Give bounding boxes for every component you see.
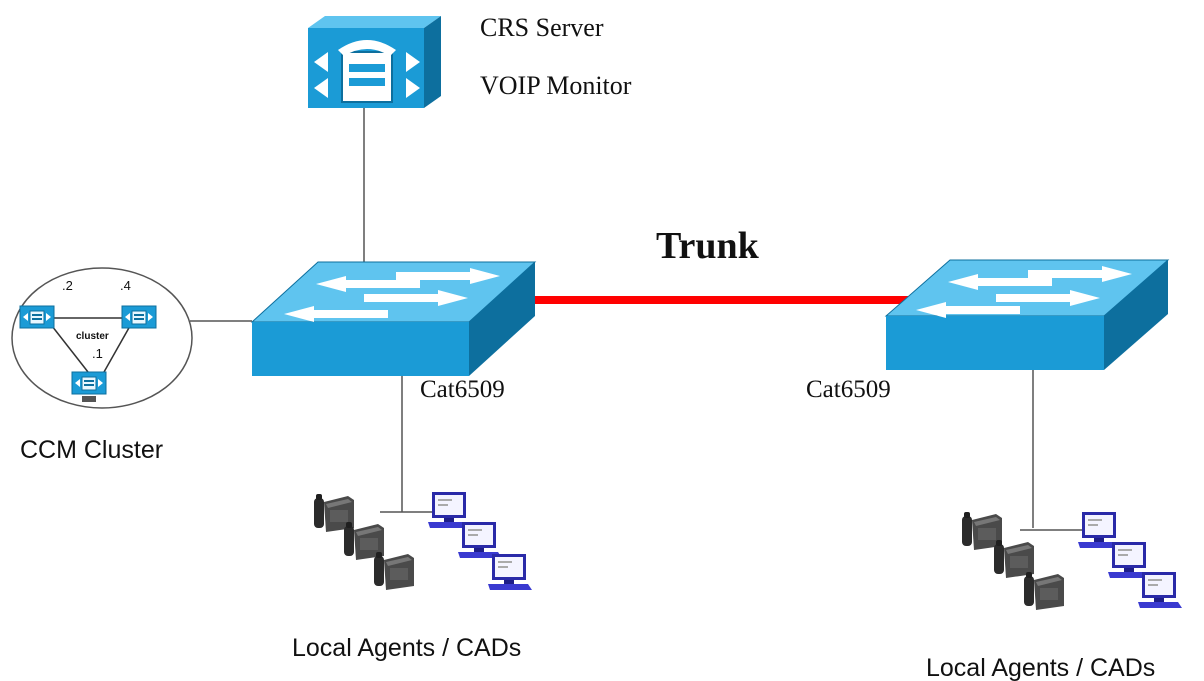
left-agents-group xyxy=(314,492,532,590)
ip-phone-icon xyxy=(374,552,414,590)
cluster-node-icon xyxy=(121,305,157,329)
cluster-node-icon xyxy=(71,371,107,395)
left-agents-label: Local Agents / CADs xyxy=(292,634,521,662)
ip-phone-icon xyxy=(1024,572,1064,610)
workstation-icon xyxy=(488,554,532,590)
right-agents-group xyxy=(962,512,1182,610)
workstation-icon xyxy=(458,522,502,558)
server-role: VOIP Monitor xyxy=(480,71,632,100)
cluster-node-icon xyxy=(19,305,55,329)
right-switch-label: Cat6509 xyxy=(806,376,891,403)
server-name: CRS Server xyxy=(480,13,604,42)
ip-phone-icon xyxy=(962,512,1002,550)
cluster-node-1-label: .1 xyxy=(92,346,103,361)
right-switch-icon xyxy=(884,259,1170,370)
left-switch-icon xyxy=(250,261,537,376)
crs-server-icon xyxy=(308,16,441,108)
left-switch-label: Cat6509 xyxy=(420,376,505,403)
cluster-name: CCM Cluster xyxy=(20,436,163,464)
cluster-inner-label: cluster xyxy=(76,331,109,342)
right-agents-label: Local Agents / CADs xyxy=(926,654,1155,681)
ccm-cluster-group xyxy=(11,267,193,409)
cluster-node-2-label: .2 xyxy=(62,278,73,293)
cluster-node-4-label: .4 xyxy=(120,278,131,293)
trunk-label: Trunk xyxy=(656,225,760,267)
workstation-icon xyxy=(1138,572,1182,608)
